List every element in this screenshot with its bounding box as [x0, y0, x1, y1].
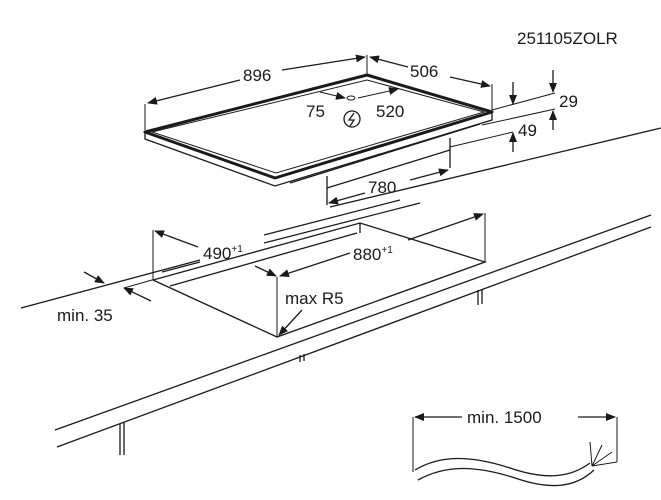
cabinet-leg — [119, 422, 125, 455]
hob-body-top — [289, 123, 481, 184]
dim-896-line-left — [147, 79, 241, 105]
hob-body — [326, 138, 451, 205]
dim-cutout-depth: 490+1 — [203, 244, 243, 263]
cabinet-leg — [299, 354, 305, 362]
worktop — [20, 127, 661, 455]
cable-length-label: min. 1500 — [467, 408, 542, 427]
corner-radius-label: max R5 — [285, 289, 344, 308]
front-distance-label: min. 35 — [57, 306, 113, 325]
drawing-code: 251105ZOLR — [517, 29, 618, 48]
cable: min. 1500 — [412, 408, 618, 487]
hob-dimensions: 896 506 75 520 29 49 780 — [144, 54, 578, 205]
dim-hob-depth: 506 — [410, 62, 438, 81]
dim-hob-height-29: 29 — [559, 92, 578, 111]
hob-frame-edge — [144, 112, 493, 187]
cutout: 490+1 880+1 max R5 min. 35 — [57, 213, 488, 338]
cabinet-leg — [477, 289, 483, 305]
dim-connection-right: 520 — [376, 102, 404, 121]
electric-connection-icon — [343, 110, 361, 128]
hob — [143, 73, 494, 205]
hob-glass-inner — [150, 79, 486, 174]
dim-896-line-right — [281, 54, 366, 71]
cutout-outline — [151, 222, 488, 338]
dim-hob-height-49: 49 — [518, 121, 537, 140]
dim-hob-width: 896 — [243, 66, 271, 85]
dim-cutout-width: 880+1 — [353, 245, 393, 264]
dim-connection-left: 75 — [306, 102, 325, 121]
